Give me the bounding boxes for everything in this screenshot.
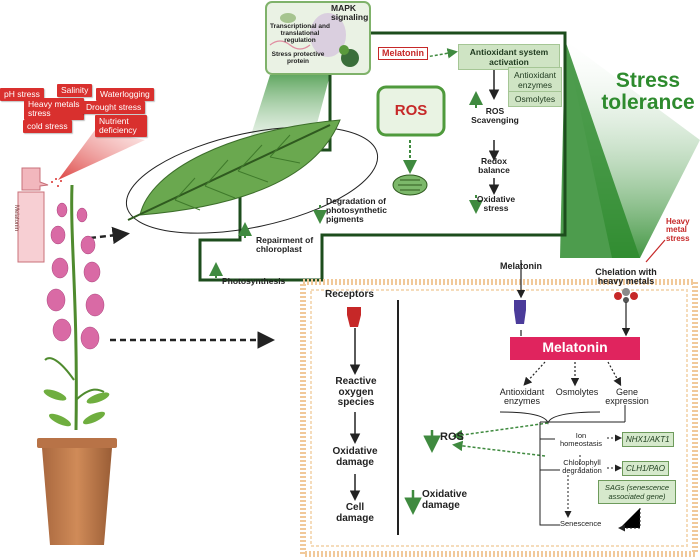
stress-ph: pH stress xyxy=(0,88,44,101)
gene-clh1-pao: CLH1/PAO xyxy=(622,461,669,476)
heavy-metal-chelation-icon xyxy=(614,288,638,303)
oxidative-damage-label: Oxidative damage xyxy=(332,446,378,468)
stress-drought: Drought stress xyxy=(82,101,146,114)
tolerance-wedge-left xyxy=(560,40,640,258)
chlorophyll-degradation: Chlorophyll degradation xyxy=(562,458,602,475)
cell-antioxidant-enzymes: Antioxidant enzymes xyxy=(499,387,545,407)
inset-mapk: MAPK signaling xyxy=(331,3,369,22)
receptor-icon xyxy=(347,307,361,327)
melatonin-receptor-icon xyxy=(514,300,526,324)
heavy-metal-stress-label: Heavy metal stress xyxy=(666,217,690,243)
tolerance-wedge xyxy=(565,40,700,258)
chloroplast-icon xyxy=(392,174,428,196)
photosynthesis: Photosynthesis xyxy=(222,276,286,286)
osmolytes-box: Osmolytes xyxy=(508,91,562,107)
leaf-melatonin-tag: Melatonin xyxy=(378,47,428,61)
cell-outline xyxy=(300,279,698,557)
cell-osmolytes: Osmolytes xyxy=(555,387,599,397)
melatonin-banner-bg xyxy=(510,337,640,360)
stress-waterlogging: Waterlogging xyxy=(96,88,154,101)
ion-homeostasis: Ion homeostasis xyxy=(559,431,603,448)
redox-balance: Redox balance xyxy=(478,156,510,175)
ros-box xyxy=(376,85,446,137)
stress-spray-cone xyxy=(58,130,145,180)
melatonin-banner: Melatonin xyxy=(542,339,608,355)
inset-transcription: Transcriptional and translational regula… xyxy=(270,23,330,44)
cell-gene-expression: Gene expression xyxy=(605,387,649,407)
antioxidant-activation-box: Antioxidant system activation xyxy=(458,44,560,70)
stress-salinity: Salinity xyxy=(57,84,93,97)
oxidative-stress: Oxidative stress xyxy=(476,194,516,213)
receptors-label: Receptors xyxy=(325,289,374,300)
stress-cold: cold stress xyxy=(23,120,72,133)
stress-nutrient: Nutrient deficiency xyxy=(95,115,147,137)
degradation-pigments: Degradation of photosynthetic pigments xyxy=(326,196,387,224)
leaf-veins xyxy=(174,134,301,211)
gene-sags: SAGs (senescence associated gene) xyxy=(598,480,676,504)
leaf-midrib xyxy=(127,124,331,221)
gene-nhx1-akt1: NHX1/AKT1 xyxy=(622,432,674,447)
inset-cell-graphic xyxy=(265,1,371,75)
plant-graphic xyxy=(37,184,117,545)
cell-ros-label: ROS xyxy=(440,431,464,443)
stress-heavy-metals: Heavy metals stress xyxy=(24,98,84,120)
leaf-ellipse xyxy=(125,126,379,234)
inset-protective: Stress protective protein xyxy=(271,51,325,65)
chelation-label: Chelation with heavy metals xyxy=(595,267,657,287)
senescence-label: Senescence xyxy=(560,519,602,528)
spray-bottle-graphic xyxy=(17,167,62,263)
cell-damage-label: Cell damage xyxy=(336,502,374,524)
melatonin-top-label: Melatonin xyxy=(500,261,542,271)
cell-oxidative-damage-right: Oxidative damage xyxy=(422,489,468,511)
antioxidant-enzymes-box: Antioxidant enzymes xyxy=(508,67,562,93)
spray-label: Melatonin xyxy=(13,205,19,232)
repairment-chloroplast: Repairment of chloroplast xyxy=(256,235,314,254)
leaf-ros-label: ROS xyxy=(394,102,428,119)
stress-tolerance-title: Stress tolerance xyxy=(601,69,695,115)
ros-scavenging: ROS Scavenging xyxy=(471,106,519,125)
reactive-oxygen-label: Reactive oxygen species xyxy=(335,376,377,408)
